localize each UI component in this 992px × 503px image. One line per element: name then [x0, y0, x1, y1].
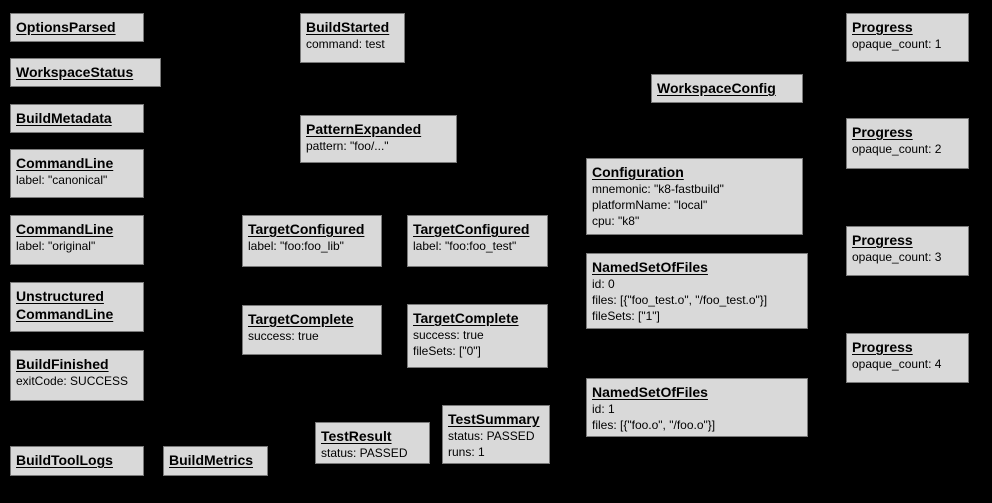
node-title: Progress	[852, 19, 913, 35]
node-title: WorkspaceStatus	[16, 64, 134, 80]
node-configuration: Configuration mnemonic: "k8-fastbuild" p…	[586, 158, 803, 235]
node-title: BuildMetadata	[16, 110, 112, 126]
node-named-set-of-files-1: NamedSetOfFiles id: 1 files: [{"foo.o", …	[586, 378, 808, 437]
node-progress-1: Progress opaque_count: 1	[846, 13, 969, 62]
node-title: CommandLine	[16, 155, 114, 171]
node-workspace-config: WorkspaceConfig	[651, 74, 803, 103]
node-title: BuildMetrics	[169, 452, 254, 468]
node-body: opaque_count: 2	[852, 142, 942, 156]
node-title: WorkspaceConfig	[657, 80, 776, 96]
node-title: TargetComplete	[248, 311, 354, 327]
node-title: TestResult	[321, 428, 392, 444]
node-unstructured-command-line: Unstructured CommandLine	[10, 282, 144, 332]
node-title: TestSummary	[448, 411, 540, 427]
node-command-line-canonical: CommandLine label: "canonical"	[10, 149, 144, 198]
node-body: mnemonic: "k8-fastbuild" platformName: "…	[592, 182, 724, 228]
node-options-parsed: OptionsParsed	[10, 13, 144, 42]
node-progress-4: Progress opaque_count: 4	[846, 333, 969, 383]
node-body: status: PASSED	[321, 446, 408, 460]
node-title: OptionsParsed	[16, 19, 116, 35]
node-title: Configuration	[592, 164, 684, 180]
node-title: PatternExpanded	[306, 121, 422, 137]
node-title: CommandLine	[16, 221, 114, 237]
node-body: label: "foo:foo_test"	[413, 239, 517, 253]
node-named-set-of-files-0: NamedSetOfFiles id: 0 files: [{"foo_test…	[586, 253, 808, 329]
node-body: opaque_count: 1	[852, 37, 942, 51]
node-build-tool-logs: BuildToolLogs	[10, 446, 144, 476]
node-title: TargetConfigured	[413, 221, 530, 237]
node-body: label: "canonical"	[16, 173, 108, 187]
node-body: opaque_count: 4	[852, 357, 942, 371]
node-test-summary: TestSummary status: PASSED runs: 1	[442, 405, 550, 464]
node-body: exitCode: SUCCESS	[16, 374, 129, 388]
node-workspace-status: WorkspaceStatus	[10, 58, 161, 87]
node-title: NamedSetOfFiles	[592, 384, 708, 400]
node-title: Unstructured CommandLine	[16, 288, 114, 322]
node-body: label: "original"	[16, 239, 96, 253]
node-title: NamedSetOfFiles	[592, 259, 708, 275]
node-target-complete-foo-test: TargetComplete success: true fileSets: […	[407, 304, 548, 368]
node-progress-3: Progress opaque_count: 3	[846, 226, 969, 276]
node-build-started: BuildStarted command: test	[300, 13, 405, 63]
node-title: BuildStarted	[306, 19, 390, 35]
node-body: command: test	[306, 37, 385, 51]
node-body: label: "foo:foo_lib"	[248, 239, 344, 253]
node-body: id: 0 files: [{"foo_test.o", "/foo_test.…	[592, 277, 768, 323]
node-title: TargetConfigured	[248, 221, 365, 237]
node-build-metadata: BuildMetadata	[10, 104, 144, 133]
node-body: success: true	[248, 329, 319, 343]
node-target-configured-foo-test: TargetConfigured label: "foo:foo_test"	[407, 215, 548, 267]
node-body: id: 1 files: [{"foo.o", "/foo.o"}]	[592, 402, 716, 432]
node-test-result: TestResult status: PASSED	[315, 422, 430, 464]
node-title: Progress	[852, 339, 913, 355]
node-target-complete-foo-lib: TargetComplete success: true	[242, 305, 382, 355]
node-title: TargetComplete	[413, 310, 519, 326]
node-body: opaque_count: 3	[852, 250, 942, 264]
node-title: Progress	[852, 232, 913, 248]
node-target-configured-foo-lib: TargetConfigured label: "foo:foo_lib"	[242, 215, 382, 267]
node-progress-2: Progress opaque_count: 2	[846, 118, 969, 169]
node-body: status: PASSED runs: 1	[448, 429, 535, 459]
node-build-metrics: BuildMetrics	[163, 446, 268, 476]
node-title: BuildToolLogs	[16, 452, 113, 468]
node-title: Progress	[852, 124, 913, 140]
node-build-finished: BuildFinished exitCode: SUCCESS	[10, 350, 144, 401]
node-title: BuildFinished	[16, 356, 109, 372]
node-pattern-expanded: PatternExpanded pattern: "foo/..."	[300, 115, 457, 163]
node-command-line-original: CommandLine label: "original"	[10, 215, 144, 265]
node-body: success: true fileSets: ["0"]	[413, 328, 484, 358]
node-body: pattern: "foo/..."	[306, 139, 389, 153]
